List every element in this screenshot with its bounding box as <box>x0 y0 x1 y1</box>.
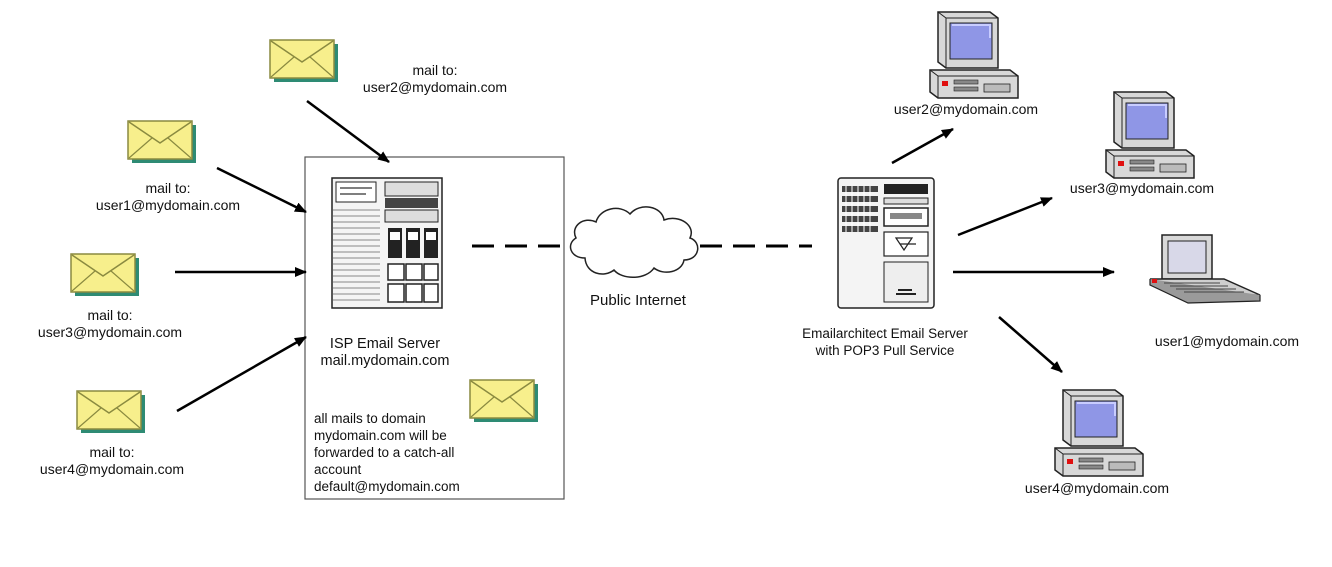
mail-address: user1@mydomain.com <box>95 197 241 213</box>
client-label-user4: user4@mydomain.com <box>1024 480 1170 496</box>
mail-address: user2@mydomain.com <box>362 79 508 95</box>
envelope-icon-user3 <box>70 253 140 297</box>
mail-address: user3@mydomain.com <box>37 324 183 340</box>
ea-server-label: Emailarchitect Email Server with POP3 Pu… <box>770 325 1000 359</box>
desktop-icon-user2 <box>929 11 1019 99</box>
client-label-user1: user1@mydomain.com <box>1154 333 1300 349</box>
laptop-icon-user1 <box>1149 234 1261 304</box>
mail-to-label: mail to: <box>412 62 458 78</box>
isp-server-label: ISP Email Server mail.mydomain.com <box>305 336 465 370</box>
ea-server-icon <box>837 177 935 309</box>
envelope-icon-user1 <box>127 120 197 164</box>
client-label-user2: user2@mydomain.com <box>893 101 1039 117</box>
envelope-icon-user2 <box>269 39 339 83</box>
note-line: forwarded to a catch-all <box>314 445 455 460</box>
mail-to-label: mail to: <box>89 444 135 460</box>
cloud-icon <box>569 206 699 278</box>
ea-server-subtitle: with POP3 Pull Service <box>815 343 955 358</box>
client-label-user3: user3@mydomain.com <box>1069 180 1215 196</box>
arrow-ea-to-user2 <box>891 127 954 165</box>
ea-server-title: Emailarchitect Email Server <box>802 326 968 341</box>
envelope-label-user1: mail to: user1@mydomain.com <box>68 180 268 214</box>
envelope-label-user2: mail to: user2@mydomain.com <box>340 62 530 96</box>
catch-all-note: all mails to domain mydomain.com will be… <box>314 410 514 495</box>
internet-label: Public Internet <box>590 292 686 309</box>
arrow-user4-to-isp <box>176 335 307 413</box>
isp-server-host: mail.mydomain.com <box>320 353 450 369</box>
envelope-label-user4: mail to: user4@mydomain.com <box>12 444 212 478</box>
note-line: mydomain.com will be <box>314 428 447 443</box>
note-line: account <box>314 462 362 477</box>
isp-server-icon <box>331 177 443 309</box>
arrow-user2-to-isp <box>306 99 390 164</box>
isp-server-title: ISP Email Server <box>329 336 441 352</box>
arrow-ea-to-user4 <box>998 316 1063 373</box>
mail-to-label: mail to: <box>145 180 191 196</box>
note-line: all mails to domain <box>314 411 426 426</box>
desktop-icon-user3 <box>1105 91 1195 179</box>
envelope-icon-user4 <box>76 390 146 434</box>
arrow-ea-to-user3 <box>957 196 1053 237</box>
arrow-user1-to-isp <box>216 166 307 214</box>
mail-address: user4@mydomain.com <box>39 461 185 477</box>
envelope-label-user3: mail to: user3@mydomain.com <box>10 307 210 341</box>
mail-to-label: mail to: <box>87 307 133 323</box>
note-line: default@mydomain.com <box>314 479 460 494</box>
desktop-icon-user4 <box>1054 389 1144 477</box>
